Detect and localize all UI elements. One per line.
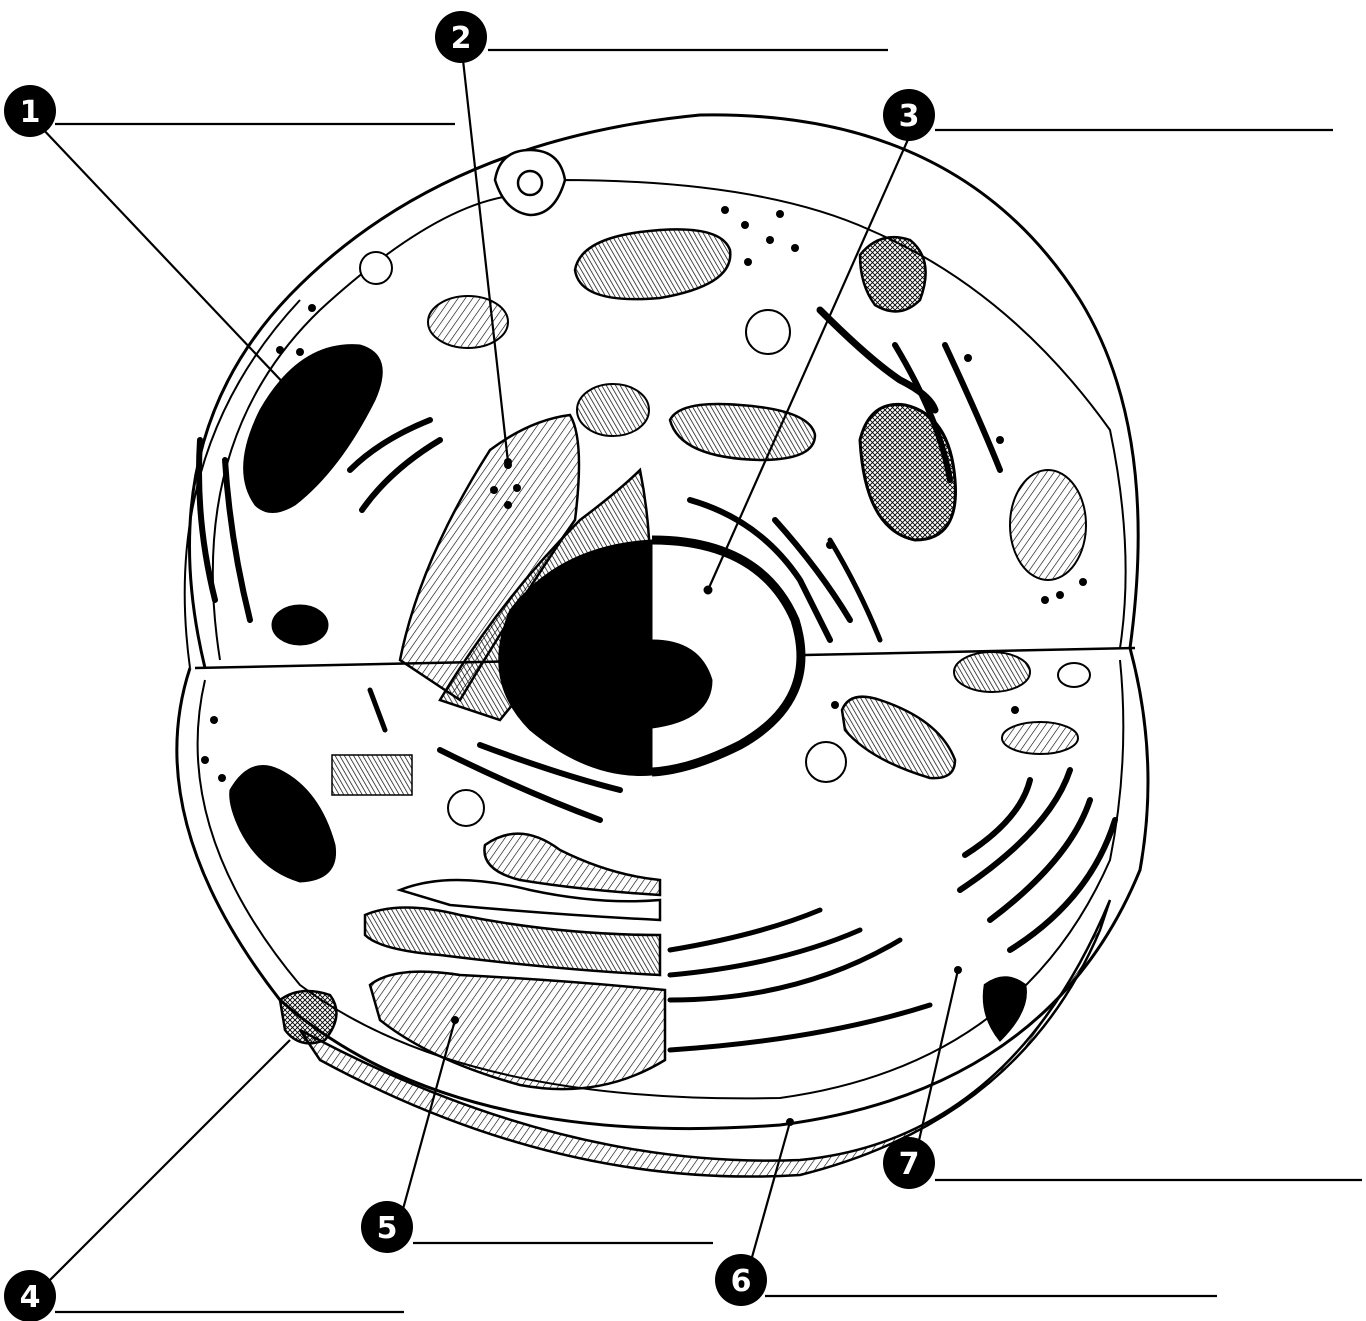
mitochondrion-middle [670,404,815,460]
vacuole-right [1010,470,1086,580]
badge-1: 1 [4,85,56,137]
badge-1-number: 1 [20,95,41,130]
vesicle-lower-2 [448,790,484,826]
mitochondrion-right [860,404,956,540]
badge-4: 4 [4,1270,56,1321]
badge-6: 6 [715,1254,767,1306]
vesicle-lower [806,742,846,782]
badge-3: 3 [883,89,935,141]
mitochondrion-top [575,229,730,299]
mitochondrion-black-left [244,345,383,513]
pocket-bottom-left [280,991,336,1043]
vesicle-small-2 [746,310,790,354]
vesicle-small-1 [360,252,392,284]
badge-7-number: 7 [899,1147,920,1182]
badge-3-number: 3 [899,99,920,134]
vesicle-hatched [577,384,649,436]
badge-2-number: 2 [451,21,472,56]
badge-6-number: 6 [731,1264,752,1299]
vesicle-top-left [428,296,508,348]
organelle-right-small [954,652,1030,692]
badge-4-number: 4 [20,1280,41,1315]
badge-2: 2 [435,11,487,63]
pocket-top-right [860,237,926,311]
pocket-bottom-right [984,978,1026,1041]
badge-5-number: 5 [377,1211,398,1246]
centriole [332,755,412,795]
mitochondrion-lower-right [842,697,955,779]
vesicle-right-small [1058,663,1090,687]
badge-5: 5 [361,1201,413,1253]
badge-7: 7 [883,1137,935,1189]
vacuole-lower-right [1002,722,1078,754]
mitochondrion-lower-left [230,766,336,883]
golgi-apparatus [365,834,665,1089]
lysosome-left [272,605,328,645]
